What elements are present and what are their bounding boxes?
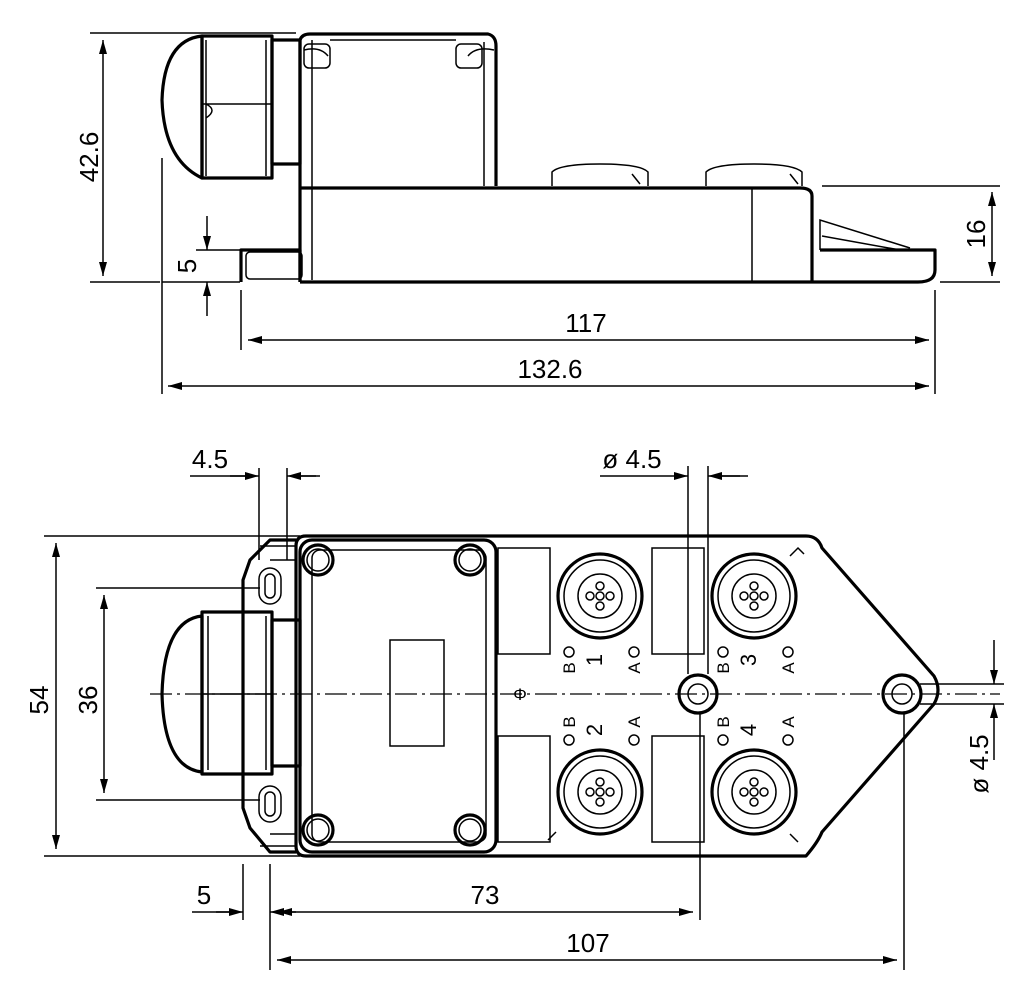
dim-hole-diameter-top: ø 4.5 [602, 444, 661, 474]
dim-total-height: 42.6 [74, 132, 104, 183]
side-base-plate [239, 248, 937, 284]
dim-slot-width: 4.5 [192, 444, 228, 474]
port-3-a: A [779, 662, 798, 674]
connector-3 [710, 552, 798, 640]
connector-2 [556, 748, 644, 836]
dim-base-length: 117 [565, 308, 606, 338]
port-1-number: 1 [582, 654, 607, 666]
cover-screws [301, 543, 487, 847]
port-1-a: A [625, 662, 644, 674]
center-symbol: Φ [513, 685, 527, 704]
top-outline [294, 534, 940, 858]
connector-1 [556, 552, 644, 640]
port-3-number: 3 [736, 654, 761, 666]
top-left-flange [241, 538, 296, 854]
port-labels: 1 B A 2 B A 3 B A 4 B A [560, 646, 798, 746]
port-2-number: 2 [582, 724, 607, 736]
port-4-number: 4 [736, 724, 761, 736]
port-1-b: B [560, 662, 579, 673]
side-connector-stubs [551, 163, 803, 186]
port-2-b: B [560, 716, 579, 727]
port-4-b: B [714, 716, 733, 727]
dim-hole-distance: 73 [471, 880, 500, 910]
dim-overall-length: 132.6 [517, 354, 582, 384]
dim-overall-width: 54 [24, 686, 54, 715]
mounting-hole-tab [881, 673, 923, 715]
dim-slot-offset: 5 [197, 880, 211, 910]
top-cable-gland [160, 610, 302, 776]
top-view: Φ 1 B A 2 B A 3 B A 4 B A [24, 444, 1004, 970]
side-body [300, 186, 814, 282]
dim-base-thickness: 5 [172, 259, 202, 273]
dim-slot-spacing: 36 [73, 686, 103, 715]
top-label-area [389, 639, 445, 747]
label-windows [497, 547, 705, 843]
dim-body-height: 16 [961, 220, 991, 249]
dim-overall-hole-distance: 107 [566, 928, 609, 958]
port-4-a: A [779, 716, 798, 728]
side-mount-lug [245, 251, 303, 280]
side-cable-gland [160, 34, 302, 180]
mounting-hole-center [677, 673, 719, 715]
top-cover [298, 538, 498, 854]
side-cover [298, 32, 498, 282]
port-3-b: B [714, 662, 733, 673]
dim-hole-diameter-right: ø 4.5 [964, 734, 994, 793]
m12-connectors [547, 546, 805, 843]
side-view: 42.6 5 16 117 132.6 [74, 32, 1000, 394]
connector-4 [710, 748, 798, 836]
port-2-a: A [625, 716, 644, 728]
